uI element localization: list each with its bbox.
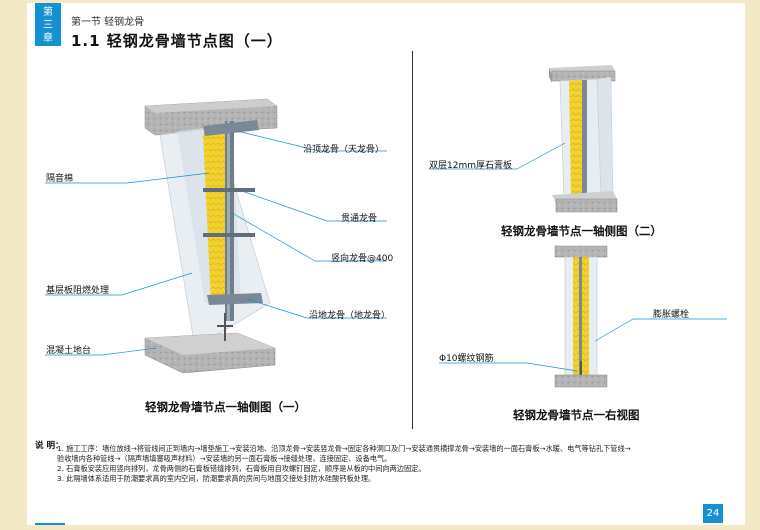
caption-right-top: 轻钢龙骨墙节点一轴侧图（二） [501,224,662,238]
notes-title: 说 明： [35,441,64,451]
divider [412,51,413,429]
note-1: 1. 施工工序：墙位放线→将管线间正到墙内→墙垫施工→安装沿地、沿顶龙骨→安装竖… [57,444,631,453]
top-track [203,120,259,136]
label-bottom-track: 沿地龙骨（地龙骨） [309,311,391,321]
section-label: 第一节 轻钢龙骨 [71,17,145,28]
label-board: 基层板阻燃处理 [46,286,110,296]
page-number: 24 [703,504,723,523]
page-title: 1.1 轻钢龙骨墙节点图（一） [71,32,283,50]
insulation-wool [203,130,231,303]
label-gypsum: 双层12mm厚石膏板 [429,161,512,171]
label-top-track: 沿顶龙骨（天龙骨） [303,145,385,155]
note-2: 2. 石膏板安装应用竖向排列，龙骨两侧的石膏板错缝排列，石膏板用自攻螺钉固定，顺… [57,464,426,473]
bottom-track [207,293,263,305]
note-1-cont: 验收墙内各种管线→（隔声墙填塞吸声材料）→安装墙的另一面石膏板→接缝处理，连接固… [57,454,392,463]
cross-channel-2 [203,233,255,237]
drawings [45,65,727,388]
chapter-char-1: 第 [43,7,53,18]
right-top-drawing [549,65,618,213]
label-anchor: 膨胀螺栓 [653,310,690,320]
right-bottom-drawing [554,245,608,388]
bottom-accent-bar [35,523,65,525]
label-rebar: Φ10螺纹钢筋 [439,354,494,364]
chapter-char-3: 章 [43,33,53,44]
chapter-tab: 第 三 章 [35,3,61,46]
left-leaders [45,130,387,356]
label-stud: 竖向龙骨@400 [331,254,394,264]
caption-left: 轻钢龙骨墙节点一轴侧图（一） [145,400,306,414]
chapter-char-2: 三 [43,20,53,31]
page: 第 三 章 第一节 轻钢龙骨 1.1 轻钢龙骨墙节点图（一） [27,3,745,525]
right-top-leaders [429,142,566,170]
note-3: 3. 此隔墙体系适用于防潮要求高的室内空间，防潮要求高的房间与地面交接处封防水硅… [57,474,376,483]
label-concrete: 混凝土地台 [46,346,92,356]
left-wall-drawing [144,98,278,374]
caption-right-bottom: 轻钢龙骨墙节点一右视图 [513,408,640,422]
right-bottom-leaders [439,318,727,372]
label-insulation: 隔音棉 [46,174,74,184]
label-cross-channel: 贯通龙骨 [341,214,378,224]
cross-channel-1 [203,188,255,192]
